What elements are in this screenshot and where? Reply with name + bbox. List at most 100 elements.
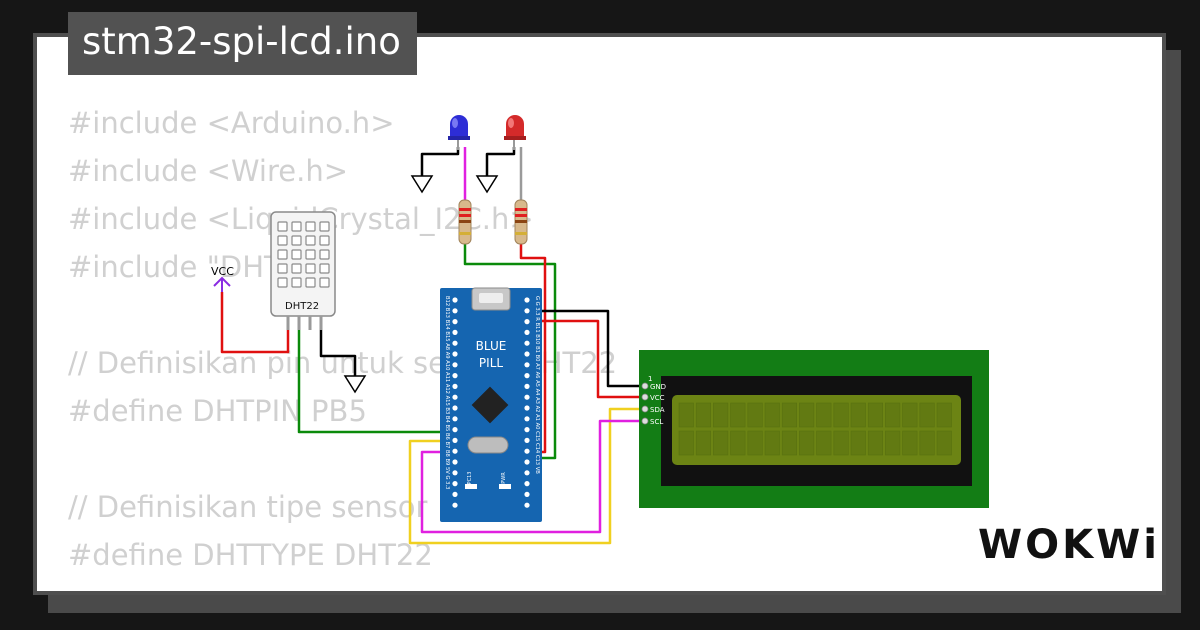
lcd-cell bbox=[833, 430, 849, 456]
lcd-pin-sda: SDA bbox=[650, 406, 665, 414]
pin-hole bbox=[524, 308, 530, 314]
lcd-cell bbox=[730, 402, 746, 428]
file-title: stm32-spi-lcd.ino bbox=[82, 20, 401, 63]
code-line-3: #include <LiquidCrystal_I2C.h> bbox=[68, 202, 534, 236]
wire-blue-led-gnd bbox=[420, 147, 460, 176]
pin-hole bbox=[452, 448, 458, 454]
pin-hole bbox=[452, 394, 458, 400]
pin-hole bbox=[452, 459, 458, 465]
lcd-cell bbox=[919, 430, 935, 456]
blue-led bbox=[448, 115, 470, 150]
lcd-cell bbox=[833, 402, 849, 428]
red-led-body bbox=[506, 115, 524, 138]
red-led bbox=[504, 115, 526, 150]
pin-hole bbox=[524, 459, 530, 465]
wire-dht-data bbox=[297, 316, 455, 434]
blue-pill-board: BLUE PILL PC13 PWR B12 B13 B14 B15 A8 A9… bbox=[440, 287, 542, 522]
lcd-cell bbox=[781, 402, 798, 428]
lcd-cell bbox=[695, 402, 712, 428]
pin-hole bbox=[452, 416, 458, 422]
lcd-cell bbox=[713, 430, 729, 456]
pin-hole bbox=[524, 448, 530, 454]
code-line-7: #define DHTPIN PB5 bbox=[68, 394, 367, 428]
lcd-cell bbox=[902, 430, 918, 456]
pin-hole bbox=[524, 481, 530, 487]
lcd-cell bbox=[936, 430, 952, 456]
lcd-cell bbox=[678, 430, 694, 456]
pin-hole bbox=[452, 329, 458, 335]
dht22-label: DHT22 bbox=[285, 301, 319, 312]
lcd-cell bbox=[867, 402, 884, 428]
pc13-led bbox=[465, 484, 477, 489]
lcd-cell bbox=[799, 402, 815, 428]
left-pin-labels: B12 B13 B14 B15 A8 A9 A10 A11 A12 A15 B3… bbox=[444, 296, 450, 489]
board-left-pin-header bbox=[452, 297, 458, 508]
pin-hole bbox=[452, 362, 458, 368]
pin-hole bbox=[524, 491, 530, 497]
lcd-pin-scl: SCL bbox=[650, 418, 663, 426]
lcd-1602-i2c: 1 GND VCC SDA SCL bbox=[639, 350, 989, 508]
pin-hole bbox=[524, 383, 530, 389]
resistor-2 bbox=[514, 199, 528, 245]
code-line-1: #include <Arduino.h> bbox=[68, 106, 395, 140]
wire-blue-resistor-board bbox=[463, 244, 557, 460]
lcd-cell bbox=[936, 402, 952, 428]
pin-hole bbox=[452, 383, 458, 389]
lcd-cell bbox=[713, 402, 729, 428]
pin-hole bbox=[524, 319, 530, 325]
lcd-cell bbox=[764, 430, 780, 456]
lcd-cell bbox=[850, 430, 866, 456]
file-title-badge: stm32-spi-lcd.ino bbox=[68, 12, 417, 75]
lcd-character-cells bbox=[678, 402, 952, 456]
ground-symbol-3 bbox=[343, 375, 367, 394]
lcd-cell bbox=[902, 402, 918, 428]
lcd-cell bbox=[919, 402, 935, 428]
code-line-2: #include <Wire.h> bbox=[68, 154, 349, 188]
wokwi-logo: WOKWi bbox=[978, 522, 1160, 568]
pin-hole bbox=[524, 437, 530, 443]
vcc-symbol: VCC bbox=[211, 265, 234, 292]
pin-hole bbox=[524, 416, 530, 422]
ground-symbol-2 bbox=[475, 175, 499, 194]
pin-hole bbox=[452, 297, 458, 303]
pwr-led bbox=[499, 484, 511, 489]
pin-hole bbox=[452, 427, 458, 433]
pin-hole bbox=[452, 319, 458, 325]
pin-hole bbox=[452, 502, 458, 508]
pin-hole bbox=[452, 351, 458, 357]
lcd-cell bbox=[747, 402, 763, 428]
lcd-cell bbox=[816, 402, 832, 428]
wire-lcd-vcc bbox=[527, 319, 642, 399]
code-line-9: // Definisikan tipe sensor bbox=[68, 490, 428, 524]
pin-hole bbox=[524, 394, 530, 400]
vcc-label: VCC bbox=[211, 265, 234, 278]
wire-lcd-sda bbox=[408, 407, 642, 545]
ground-symbol-1 bbox=[410, 175, 434, 194]
lcd-cell bbox=[747, 430, 763, 456]
pin-hole bbox=[452, 405, 458, 411]
lcd-cell bbox=[850, 402, 866, 428]
blue-led-body bbox=[450, 115, 468, 138]
lcd-pin-1-marker: 1 bbox=[648, 375, 652, 383]
lcd-cell bbox=[764, 402, 780, 428]
wire-red-led-gnd bbox=[485, 147, 516, 176]
pin-hole bbox=[452, 470, 458, 476]
pin-hole bbox=[524, 405, 530, 411]
board-right-pin-header bbox=[524, 297, 530, 508]
wire-lcd-gnd bbox=[527, 309, 642, 388]
board-label-blue: BLUE bbox=[476, 339, 507, 353]
lcd-cell bbox=[885, 402, 901, 428]
crystal bbox=[467, 436, 509, 454]
right-pin-labels: G G 3.3 R B11 B10 B1 B0 A7 A6 A5 A4 A3 A… bbox=[534, 296, 540, 474]
wire-dht-gnd bbox=[319, 316, 357, 376]
code-line-10: #define DHTTYPE DHT22 bbox=[68, 538, 433, 572]
pin-hole bbox=[524, 362, 530, 368]
pin-hole bbox=[452, 308, 458, 314]
pin-hole bbox=[524, 427, 530, 433]
board-label-pill: PILL bbox=[479, 356, 503, 370]
pin-hole bbox=[452, 373, 458, 379]
pin-hole bbox=[524, 470, 530, 476]
pc13-label: PC13 bbox=[467, 472, 473, 485]
pin-hole bbox=[524, 329, 530, 335]
